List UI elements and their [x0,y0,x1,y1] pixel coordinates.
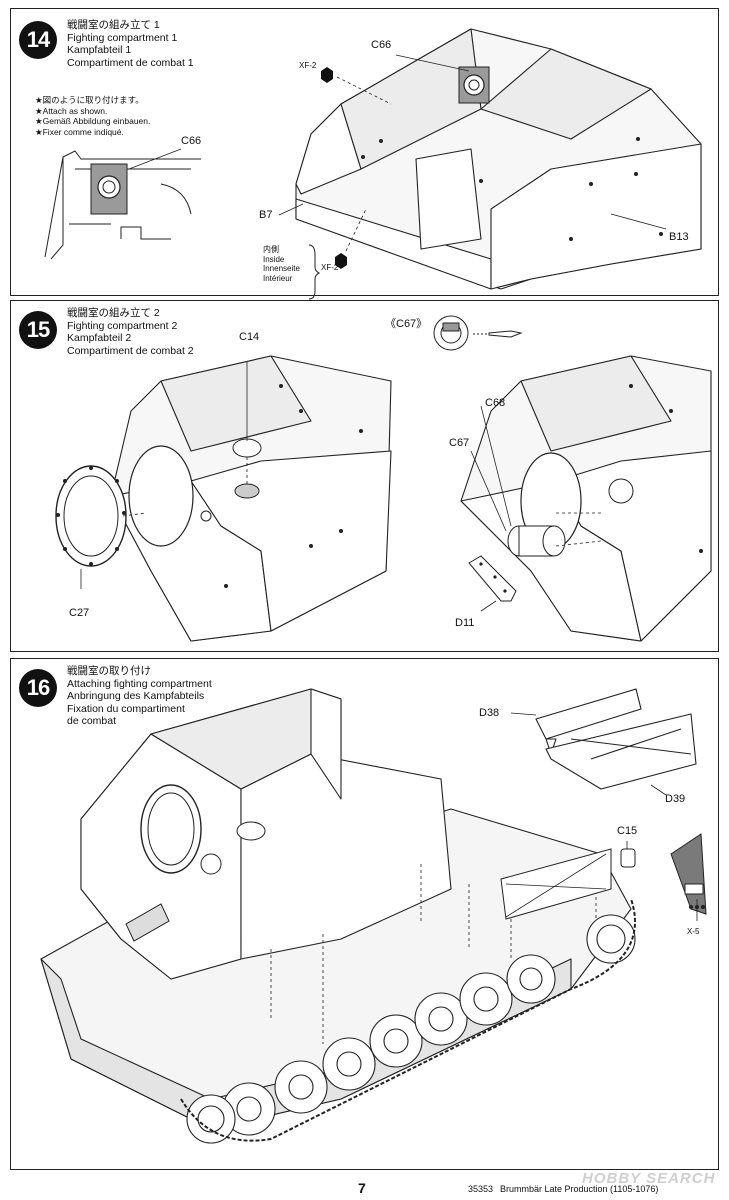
step-14-note: ★図のように取り付けます。 ★Attach as shown. ★Gemäß A… [35,95,150,137]
step-15-drawing-left [55,355,392,642]
label-c15: C15 [617,825,638,837]
step-14-title-en: Fighting compartment 1 [67,31,178,44]
step-14-title-fr: Compartiment de combat 1 [67,56,194,69]
step-15-title-de: Kampfabteil 2 [67,332,132,344]
step-14-title-de: Kampfabteil 1 [67,44,132,56]
label-c66-inset: C66 [181,135,202,147]
label-d39: D39 [665,793,686,805]
step-16-title-fr2: de combat [67,715,117,727]
footer-kit-code: 35353 [468,1184,494,1194]
step-15-number: 15 [19,311,57,349]
step-14-inset-drawing [44,148,201,260]
inside-label: 内側 Inside Innenseite Intérieur [263,245,300,283]
inside-fr: Intérieur [263,273,293,283]
label-b7: B7 [259,209,273,221]
step-15-drawing-right [433,315,712,642]
step-14-number: 14 [19,21,57,59]
step-15-title-en: Fighting compartment 2 [67,319,178,332]
page-number: 7 [358,1180,366,1196]
label-c67-detail: 《C67》 [385,318,428,330]
label-c66: C66 [371,39,392,51]
label-x5: X-5 [687,927,700,936]
inside-ja: 内側 [263,245,279,254]
label-xf2-top: XF-2 [299,61,317,70]
step-14-note-en: ★Attach as shown. [35,105,108,116]
step-16-number: 16 [19,669,57,707]
footer-kit-name: Brummbär Late Production (1105-1076) [500,1184,659,1194]
step-15-panel: 15 戦闘室の組み立て 2 Fighting compartment 2 Kam… [10,300,719,652]
step-14-note-de: ★Gemäß Abbildung einbauen. [35,116,151,126]
step-16-main-drawing [40,688,707,1144]
step-16-title-en: Attaching fighting compartment [67,677,212,690]
label-d11: D11 [455,617,475,629]
step-14-main-drawing [278,28,702,300]
label-d38: D38 [479,707,500,719]
step-15-title: 戦闘室の組み立て 2 Fighting compartment 2 Kampfa… [67,307,194,357]
step-16-title: 戦闘室の取り付け Attaching fighting compartment … [67,665,212,728]
label-b13: B13 [669,231,689,243]
step-16-title-de: Anbringung des Kampfabteils [67,690,205,702]
step-14-title: 戦闘室の組み立て 1 Fighting compartment 1 Kampfa… [67,19,194,69]
label-c68: C68 [485,397,506,409]
step-14-note-ja: ★図のように取り付けます。 [35,95,144,105]
step-15-title-ja: 戦闘室の組み立て 2 [67,307,160,319]
step-15-title-fr: Compartiment de combat 2 [67,344,194,357]
label-xf2-bottom: XF-2 [321,263,339,272]
step-14-panel: 14 戦闘室の組み立て 1 Fighting compartment 1 Kam… [10,8,719,300]
label-c14: C14 [239,331,260,343]
inside-de: Innenseite [263,264,300,273]
label-c27: C27 [69,607,90,619]
step-14-note-fr: ★Fixer comme indiqué. [35,126,124,137]
watermark: HOBBY SEARCH [582,1170,716,1187]
step-16-panel: 16 戦闘室の取り付け Attaching fighting compartme… [10,658,719,1170]
step-14-title-ja: 戦闘室の組み立て 1 [67,19,160,31]
step-16-title-ja: 戦闘室の取り付け [67,665,151,677]
label-c67: C67 [449,437,470,449]
step-16-title-fr1: Fixation du compartiment [67,702,185,715]
inside-en: Inside [263,254,285,264]
